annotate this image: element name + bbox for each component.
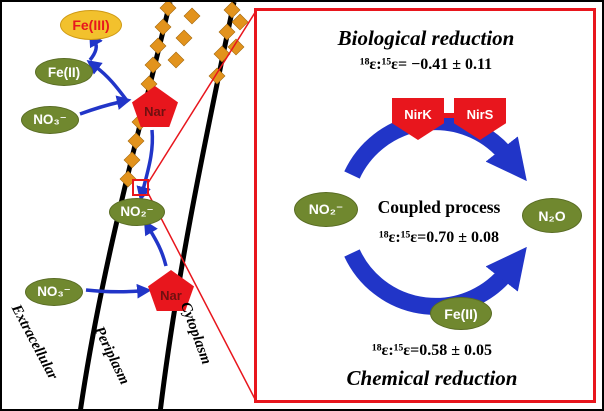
zoom-panel-border [254,8,596,403]
fe2-label-left: Fe(II) [47,64,81,80]
nirk-nirs-connector [443,113,455,118]
no3-node-bottom: NO₃⁻ [25,278,83,306]
zoom-source-box [132,179,149,196]
nar-label-top: Nar [144,104,166,119]
biological-epsilon-value: ¹⁸ε:¹⁵ε= −0.41 ± 0.11 [359,56,493,73]
no3-label-top: NO₃⁻ [33,112,67,127]
no3-node-top: NO₃⁻ [21,106,79,134]
chemical-reduction-title: Chemical reduction [346,366,518,390]
fe2-node-cycle: Fe(II) [430,297,492,330]
nirs-label: NirS [466,106,494,122]
fe3-node: Fe(III) [60,10,122,40]
n2o-label: N₂O [538,207,566,224]
iron-mineral-diamonds [119,2,249,188]
chemical-pathway-arrow [344,246,527,315]
zoom-callout [132,10,257,402]
no2-node-cycle: NO₂⁻ [294,192,358,227]
no2-label-cycle: NO₂⁻ [308,201,344,217]
coupled-epsilon-value: ¹⁸ε:¹⁵ε=0.70 ± 0.08 [378,229,500,246]
coupled-process-title: Coupled process [377,197,501,217]
no2-label-left: NO₂⁻ [120,204,154,219]
no3-label-bottom: NO₃⁻ [37,284,71,299]
nar-label-bottom: Nar [160,288,182,303]
fe2-label-cycle: Fe(II) [444,305,478,322]
no2-node-left: NO₂⁻ [109,198,165,226]
fe2-node-left: Fe(II) [35,58,93,86]
nirk-label: NirK [404,106,432,122]
n2o-node: N₂O [522,198,582,233]
fe3-label: Fe(III) [72,17,110,33]
biological-reduction-title: Biological reduction [337,26,515,50]
flow-arrows [79,31,168,299]
chemical-epsilon-value: ¹⁸ε:¹⁵ε=0.58 ± 0.05 [371,342,493,359]
